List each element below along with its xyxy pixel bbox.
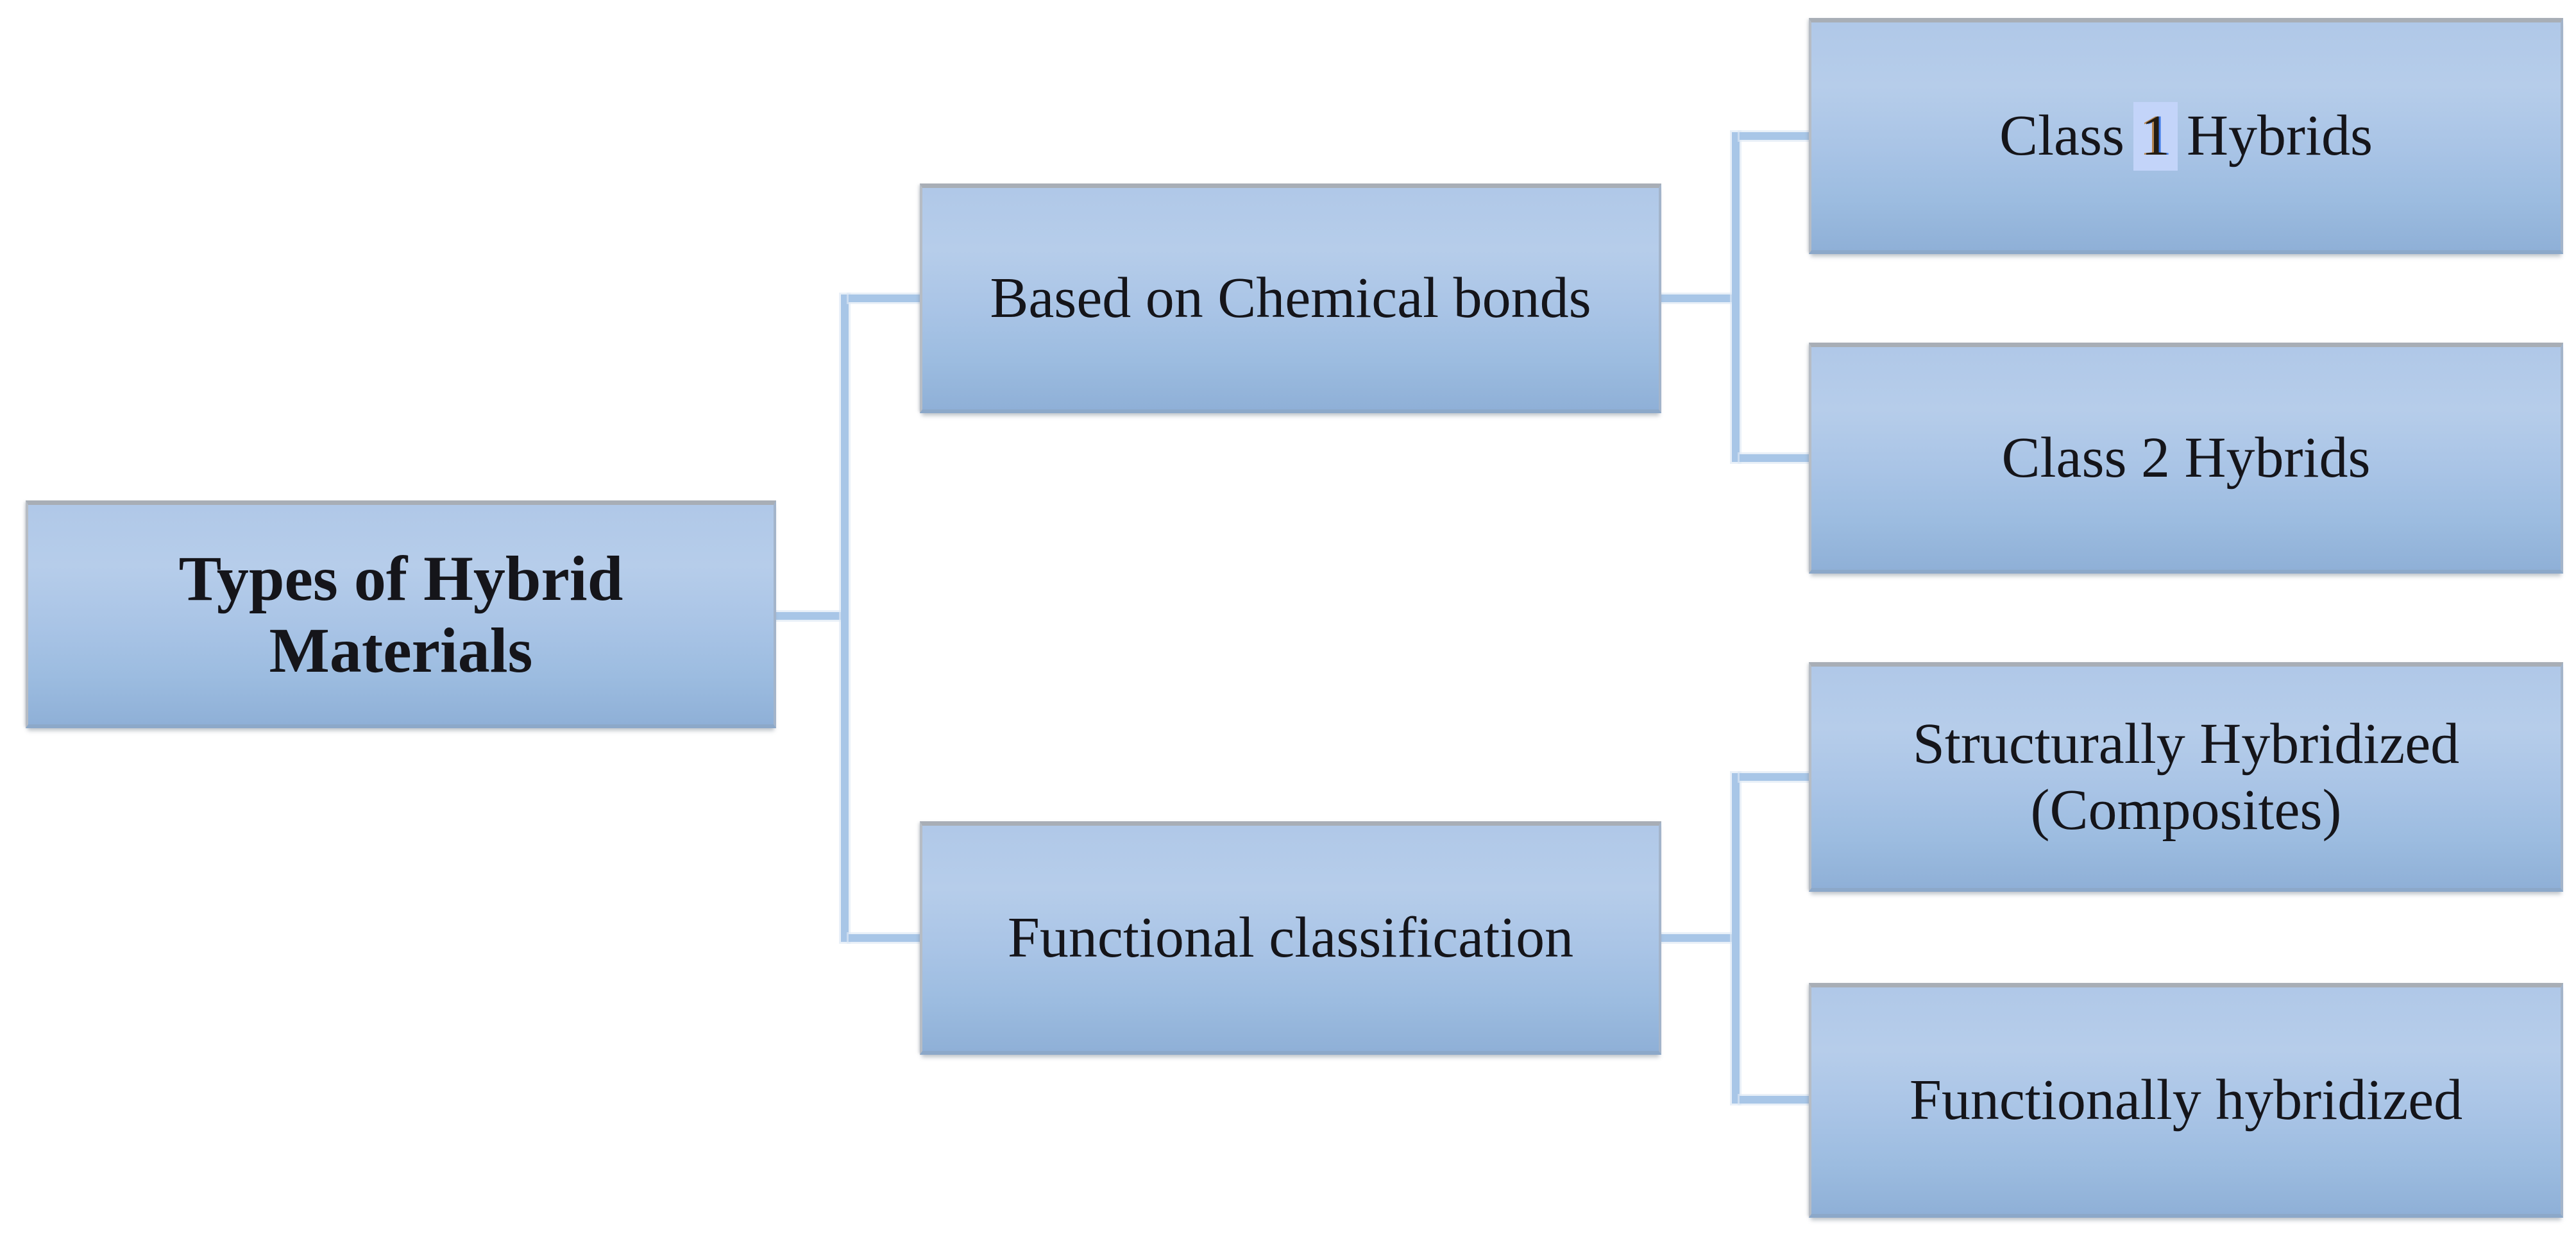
node-chemical-label: Based on Chemical bonds [990,266,1591,330]
connector-spine-to-functional [849,934,920,942]
node-functionally-hybridized: Functionally hybridized [1809,983,2563,1218]
node-class2-label: Class 2 Hybrids [2001,426,2371,490]
connector-spine-to-structural [1740,773,1809,781]
connector-spine-to-funchybridized [1740,1096,1809,1104]
node-functional-label: Functional classification [1007,906,1574,970]
connector-right-spine-top [1732,132,1740,462]
node-root-label: Types of Hybrid Materials [178,543,623,686]
node-functional-classification: Functional classification [920,821,1661,1055]
node-class1-prefix: Class [1999,104,2125,168]
connector-spine-to-class2 [1740,454,1809,462]
connector-spine-to-class1 [1740,132,1809,140]
connector-spine-to-chemical [849,294,920,302]
connector-root-to-spine [776,612,841,620]
node-structural-label: Structurally Hybridized (Composites) [1912,712,2460,842]
node-class-2-hybrids: Class 2 Hybrids [1809,343,2563,574]
connector-left-spine [841,294,849,942]
node-funchybridized-label: Functionally hybridized [1909,1068,2463,1132]
node-types-of-hybrid-materials: Types of Hybrid Materials [26,500,776,728]
connector-chemical-to-spine [1661,294,1732,302]
node-class1-suffix: Hybrids [2187,104,2373,168]
node-class1-highlighted-digit: 1 [2133,102,2178,171]
connector-functional-to-spine [1661,934,1732,942]
node-based-on-chemical-bonds: Based on Chemical bonds [920,183,1661,413]
connector-right-spine-bottom [1732,773,1740,1104]
node-structurally-hybridized-composites: Structurally Hybridized (Composites) [1809,662,2563,892]
